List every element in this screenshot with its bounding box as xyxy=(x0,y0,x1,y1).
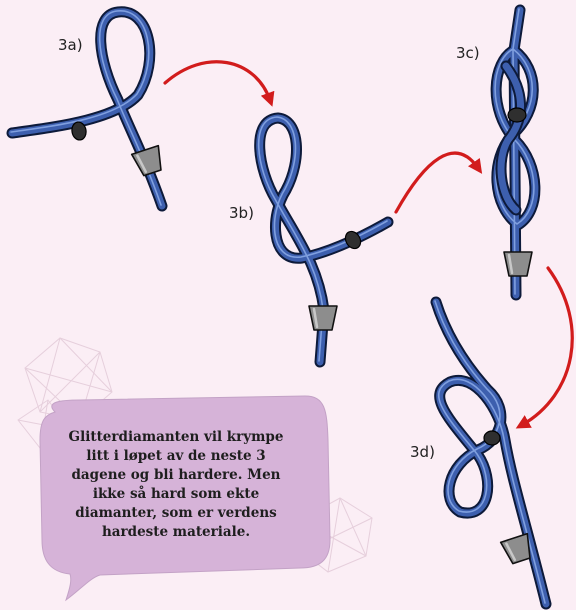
cord-step-3b xyxy=(254,112,394,368)
bead-3a xyxy=(71,121,87,141)
step-label-3c: 3c) xyxy=(456,44,480,62)
step-label-3d: 3d) xyxy=(410,443,435,461)
arrow-3c-to-3d xyxy=(515,266,574,429)
arrow-3b-to-3c xyxy=(394,151,483,214)
cord-step-3d xyxy=(430,296,552,610)
cord-step-3a xyxy=(6,6,168,212)
step-label-3a: 3a) xyxy=(58,36,83,54)
bead-3c xyxy=(507,107,527,123)
step-label-3b: 3b) xyxy=(229,204,254,222)
bead-3b xyxy=(344,230,362,250)
speech-bubble xyxy=(39,395,331,602)
bead-3d xyxy=(483,430,501,446)
arrow-3a-to-3b xyxy=(163,60,275,107)
arrows xyxy=(163,60,574,429)
speech-bubble-text: Glitterdiamanten vil krympe litt i løpet… xyxy=(68,429,284,540)
cord-step-3c xyxy=(490,4,541,301)
